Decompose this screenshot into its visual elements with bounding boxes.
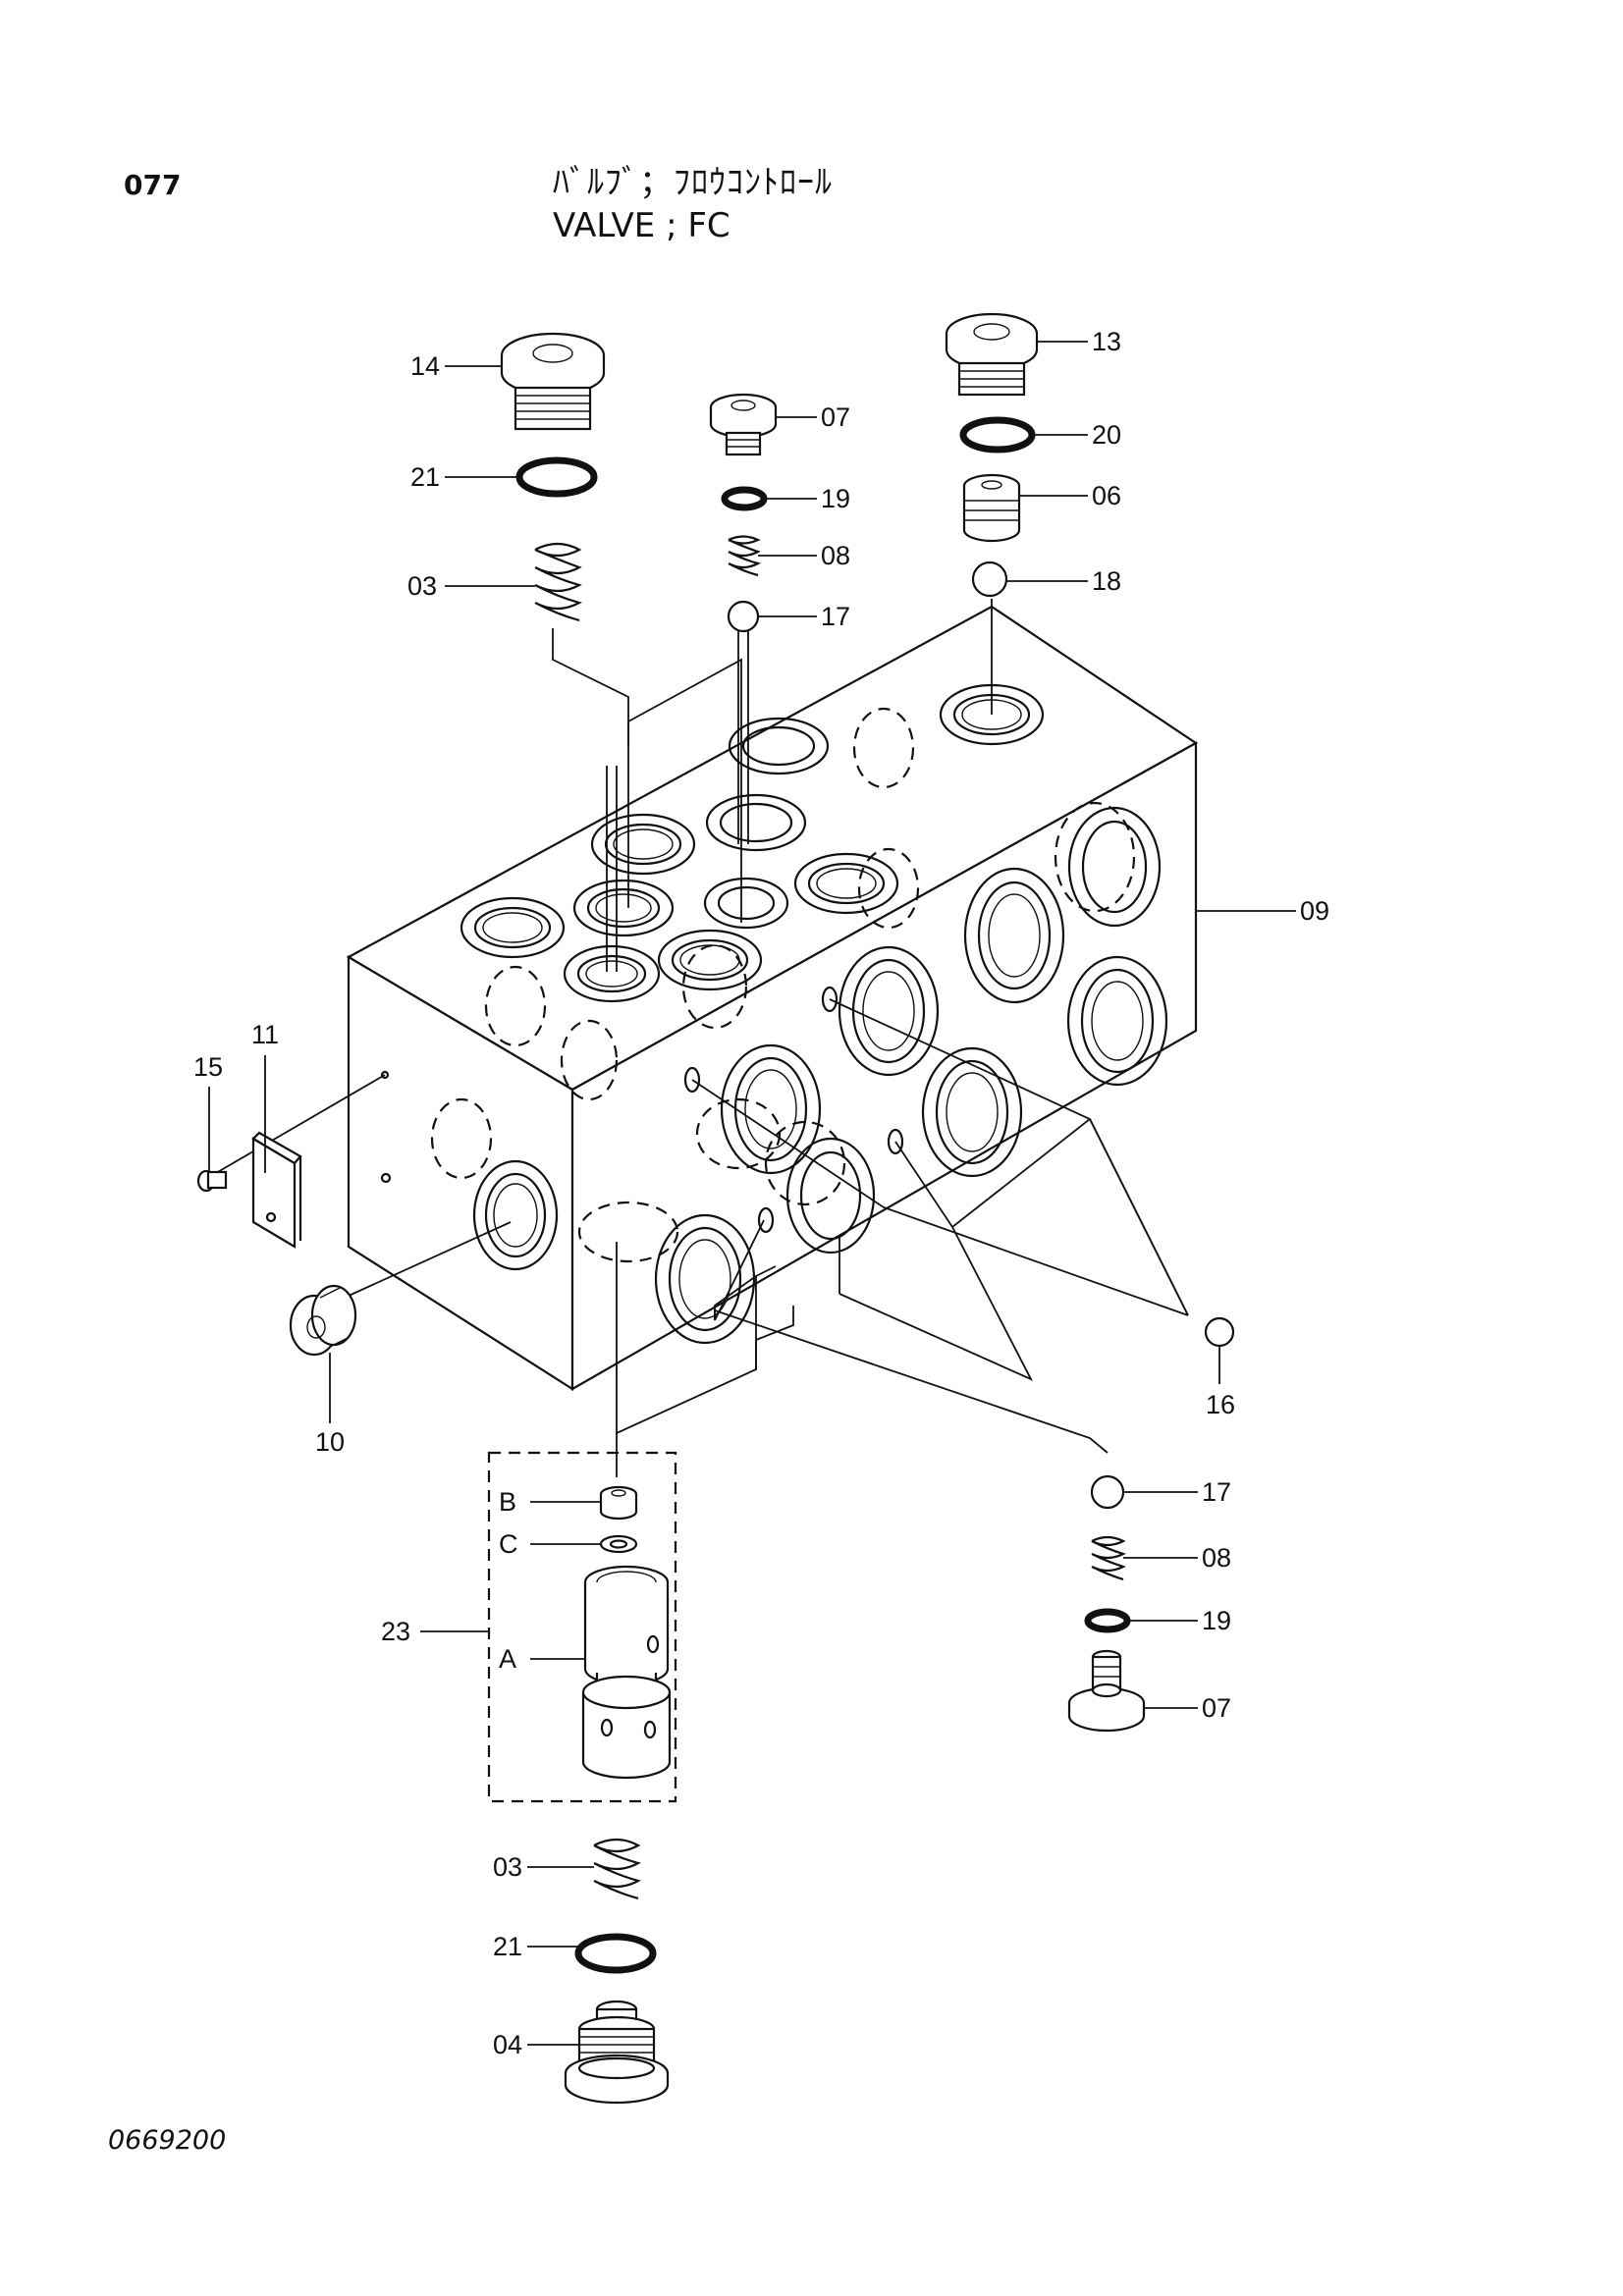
plug-icon [709, 393, 778, 456]
side-ports [577, 801, 1168, 1345]
spring-icon [1091, 1535, 1126, 1581]
plug-icon [564, 2000, 670, 2105]
callout-19: 19 [821, 484, 850, 513]
callout-labels: 14 21 03 07 19 08 17 13 20 06 18 09 11 1… [193, 327, 1329, 2059]
callout-18: 18 [1092, 566, 1121, 596]
callout-leaders [208, 341, 1296, 2046]
plug-icon [1067, 1649, 1146, 1733]
callout-07: 07 [821, 402, 850, 432]
callout-09: 09 [1300, 896, 1329, 926]
callout-21-lower: 21 [493, 1932, 522, 1961]
callout-03: 03 [407, 571, 437, 601]
assembly-lines [215, 599, 1189, 1477]
callout-15: 15 [193, 1052, 223, 1082]
spool-assembly-box [487, 1451, 677, 1803]
screw-icon [196, 1169, 228, 1193]
front-ports [380, 965, 619, 1271]
o-ring-icon [1084, 1608, 1131, 1633]
callout-c: C [499, 1529, 518, 1559]
callout-21: 21 [410, 462, 440, 492]
spool-icon [581, 1565, 672, 1780]
callout-07-lower: 07 [1202, 1693, 1231, 1723]
o-ring-icon [574, 1933, 657, 1974]
spring-icon [728, 535, 761, 577]
spring-icon [593, 1838, 641, 1900]
plug-icon [962, 473, 1021, 543]
ball-icon [1204, 1316, 1235, 1348]
drawing-number: 0669200 [108, 2125, 227, 2156]
o-ring-icon [515, 456, 598, 498]
callout-b: B [499, 1487, 516, 1517]
ball-icon [727, 600, 760, 633]
callout-23: 23 [381, 1617, 410, 1646]
title-japanese: ﾊﾞﾙﾌﾞ；ﾌﾛｳｺﾝﾄﾛｰﾙ [553, 163, 833, 202]
plug-icon [500, 332, 606, 431]
callout-19-lower: 19 [1202, 1606, 1231, 1635]
top-ports [460, 683, 1045, 1030]
title-english: VALVE ; FC [553, 206, 730, 245]
o-ring-icon [721, 486, 768, 511]
o-ring-icon [959, 416, 1036, 454]
callout-08: 08 [821, 541, 850, 570]
callout-13: 13 [1092, 327, 1121, 356]
callout-17: 17 [821, 602, 850, 631]
plug-icon [945, 312, 1039, 397]
washer-icon [599, 1534, 638, 1554]
spring-icon [534, 542, 582, 622]
callout-14: 14 [410, 351, 440, 381]
page-number: 077 [124, 169, 182, 201]
plug-icon [289, 1284, 357, 1357]
ball-icon [971, 561, 1008, 598]
callout-08-lower: 08 [1202, 1543, 1231, 1573]
callout-06: 06 [1092, 481, 1121, 510]
ball-icon [1090, 1474, 1125, 1510]
callout-17-lower: 17 [1202, 1477, 1231, 1507]
callout-a: A [499, 1644, 516, 1674]
callout-11: 11 [251, 1020, 279, 1049]
callout-16: 16 [1206, 1390, 1235, 1419]
callout-03-lower: 03 [493, 1852, 522, 1882]
callout-04: 04 [493, 2030, 522, 2059]
callout-20: 20 [1092, 420, 1121, 450]
callout-10: 10 [315, 1427, 345, 1457]
plug-icon [599, 1485, 638, 1521]
valve-block-icon [346, 605, 1199, 1392]
cover-plate-icon [251, 1131, 302, 1249]
